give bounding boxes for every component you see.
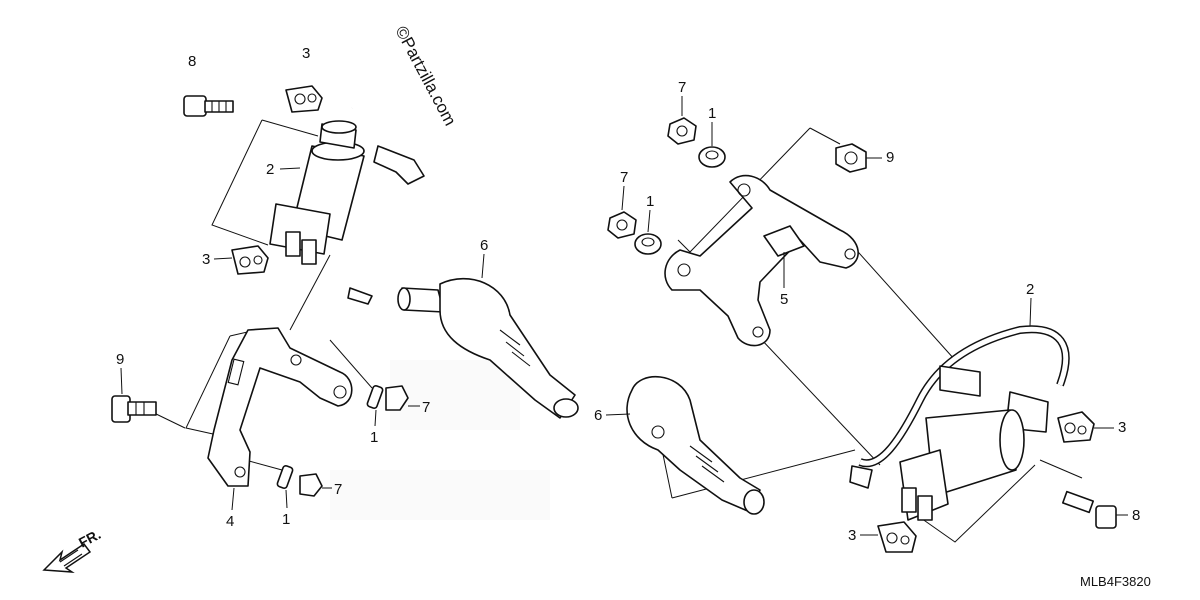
diagram-code: MLB4F3820: [1080, 574, 1151, 589]
bolt-8-left: [183, 95, 234, 117]
nut-7-lower-left: [299, 473, 323, 497]
bolt-9-right: [835, 143, 867, 173]
callout-8-left: 8: [188, 53, 196, 70]
watermark-text: ©Partzilla.com: [391, 23, 459, 129]
plug-cap-6-lower: [626, 376, 765, 515]
nut-7-upper-left: [385, 385, 409, 411]
callout-7-upper-right: 7: [678, 79, 686, 96]
callout-2-left: 2: [266, 161, 274, 178]
callout-6-left: 6: [480, 237, 488, 254]
ignition-coil-left: [269, 63, 425, 305]
callout-7-lower-left: 7: [334, 481, 342, 498]
callout-8-right: 8: [1132, 507, 1140, 524]
bolt-9-left: [111, 395, 157, 423]
callout-7-lower-right: 7: [620, 169, 628, 186]
collar-1-upper-right: [698, 146, 726, 168]
front-arrow-icon: [42, 542, 92, 573]
left-assembly-leader-lines: [151, 119, 373, 471]
callout-7-upper-left: 7: [422, 399, 430, 416]
clamp-3-upper: [285, 85, 323, 113]
plug-cap-6-upper: [397, 277, 579, 419]
collar-1-lower-right: [634, 233, 662, 255]
callout-5: 5: [780, 291, 788, 308]
callout-6-right: 6: [594, 407, 602, 424]
collar-1-upper-left: [366, 384, 384, 410]
callout-labels: 8 3 2 3 6 9 7 1 7 1 4 7 1 7 1 9 5 2 3 6: [116, 45, 1140, 544]
nut-7-upper-right: [667, 117, 697, 145]
bracket-5: [664, 174, 859, 347]
callout-1-lower-left: 1: [282, 511, 290, 528]
callout-3-right-upper: 3: [1118, 419, 1126, 436]
callout-3-lower-left: 3: [202, 251, 210, 268]
background-watermark-pattern: [330, 360, 550, 520]
bracket-4: [207, 327, 353, 487]
ignition-coil-right: [849, 325, 1070, 521]
callout-2-right: 2: [1026, 281, 1034, 298]
front-direction-indicator: FR.: [42, 526, 103, 573]
callout-1-lower-right: 1: [646, 193, 654, 210]
clamp-3-right-upper: [1057, 411, 1095, 443]
right-assembly-leader-lines: [659, 127, 1083, 543]
callout-9-left: 9: [116, 351, 124, 368]
callout-9-right: 9: [886, 149, 894, 166]
collar-1-lower-left: [276, 464, 294, 490]
callout-1-upper-right: 1: [708, 105, 716, 122]
clamp-3-lower: [231, 245, 269, 275]
callout-3-right-lower: 3: [848, 527, 856, 544]
callout-1-upper-left: 1: [370, 429, 378, 446]
clamp-3-right-lower: [877, 521, 917, 553]
bolt-8-right: [1061, 490, 1117, 529]
callout-3-upper-left: 3: [302, 45, 310, 62]
callout-4: 4: [226, 513, 234, 530]
nut-7-lower-right: [607, 211, 637, 239]
